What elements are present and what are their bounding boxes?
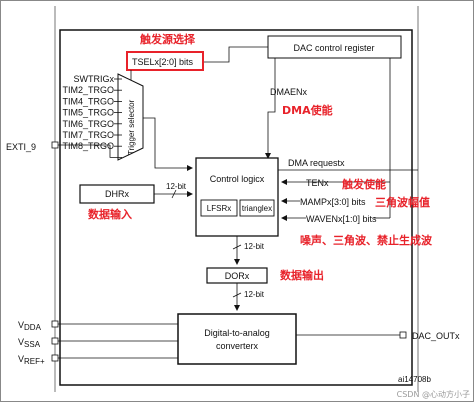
lfsr-label: LFSRx	[207, 204, 231, 213]
dmaen-to-control-line	[265, 98, 276, 159]
annotation-data-output: 数据输出	[280, 268, 324, 282]
trigger-input-label: TIM7_TRGO	[62, 130, 114, 140]
trigger-input-label: TIM8_TRGO	[62, 141, 114, 151]
trigger-input-label: TIM6_TRGO	[62, 119, 114, 129]
vdda-label: VDDA	[18, 320, 42, 332]
trigger-input-label: TIM2_TRGO	[62, 85, 114, 95]
annotation-wave-select: 噪声、三角波、禁止生成波	[300, 233, 433, 247]
annotation-trigger-source: 触发源选择	[139, 32, 196, 46]
dor-to-converter-tick	[232, 292, 242, 298]
trigger-input-label: TIM5_TRGO	[62, 108, 114, 118]
tsel-label: TSELx[2:0] bits	[132, 57, 194, 67]
watermark: CSDN @心动方小子	[397, 389, 470, 399]
vssa-label: VSSA	[18, 337, 41, 349]
dor-bits-label: 12-bit	[244, 290, 265, 299]
wave-label: WAVENx[1:0] bits	[306, 214, 377, 224]
dac-out-pin	[399, 331, 407, 339]
trigger-selector-label: Trigger selector	[127, 99, 136, 155]
dac-control-register-label: DAC control register	[293, 43, 374, 53]
triangle-label: trianglex	[242, 204, 272, 213]
vref-pin	[51, 354, 59, 362]
dac-converter-line2: converterx	[216, 341, 259, 351]
dma-request-label: DMA requestx	[288, 158, 345, 168]
tsel-highlight-box	[126, 51, 204, 71]
dac-converter-box	[177, 313, 297, 365]
dhr-label: DHRx	[105, 189, 129, 199]
annotation-trigger-enable: 触发使能	[341, 177, 386, 191]
selector-to-control-line	[143, 117, 193, 171]
trigger-input-label: TIM4_TRGO	[62, 96, 114, 106]
ten-label: TENx	[306, 178, 329, 188]
exti-label: EXTI_9	[6, 142, 36, 152]
dhr-bus-tick	[171, 189, 177, 199]
exti-feed-line	[109, 145, 122, 158]
control-logic-box	[195, 157, 279, 237]
dor-label: DORx	[225, 271, 250, 281]
trigger-input-label: SWTRIGx	[74, 74, 115, 84]
lfsr-box	[200, 199, 238, 217]
exti-pin	[51, 141, 59, 149]
trigger-selector	[117, 73, 144, 161]
vref-label: VREF+	[18, 354, 45, 366]
control-to-dor-tick	[232, 244, 242, 250]
vssa-pin	[51, 337, 59, 345]
annotation-dma-enable: DMA使能	[282, 103, 333, 117]
triangle-box	[239, 199, 275, 217]
annotation-data-input: 数据输入	[88, 207, 132, 221]
control-bits-label: 12-bit	[244, 242, 265, 251]
dac-converter-line1: Digital-to-analog	[204, 328, 270, 338]
vdda-pin	[51, 320, 59, 328]
control-logic-label: Control logicx	[210, 174, 265, 184]
mamp-label: MAMPx[3:0] bits	[300, 197, 366, 207]
dac-out-label: DAC_OUTx	[412, 331, 460, 341]
annotation-triangle-amplitude: 三角波幅值	[375, 195, 430, 209]
dhr-bits-label: 12-bit	[166, 182, 187, 191]
dac-channel-box	[59, 29, 413, 386]
figure-id: ai14708b	[398, 375, 431, 384]
register-to-tsel-line	[202, 46, 268, 63]
dmaen-label: DMAENx	[270, 87, 308, 97]
